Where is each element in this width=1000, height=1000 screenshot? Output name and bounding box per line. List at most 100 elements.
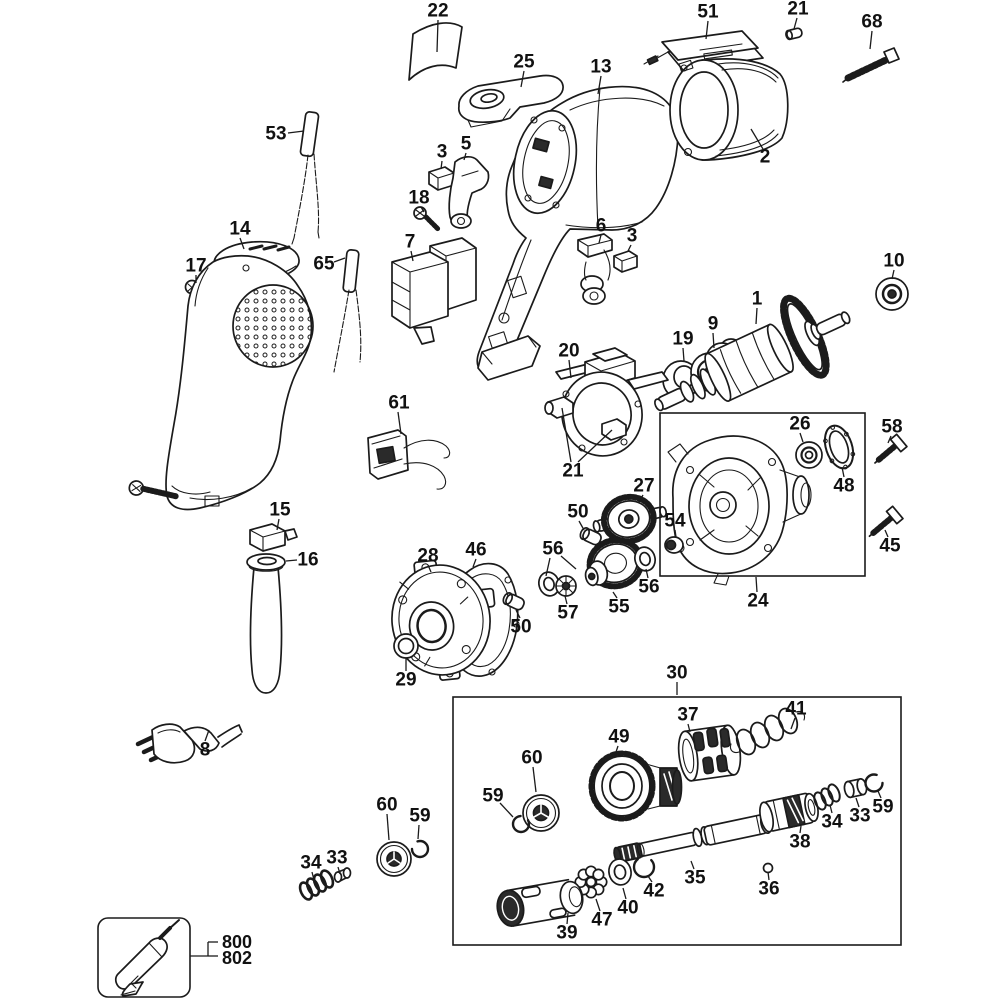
part-60-clutch-knob-outer [376,841,412,877]
reference-tool-sketch [114,919,180,997]
part-68-screw [842,47,900,83]
leader-line-brush [627,244,632,252]
leader-line-clutch-collar [687,723,691,733]
part-5-lever [448,156,490,229]
leader-line-pin [578,520,585,531]
callout-33-sleeve: 33 [849,806,870,827]
leader-line-spring [311,871,315,881]
leader-line-screw [420,206,425,213]
leader-line-snap-ring [877,790,882,799]
part-18-screw [413,206,441,232]
part-57-lock-washer [555,575,577,597]
callout-38-spindle-sleeve: 38 [789,832,810,853]
callout-26-bearing: 26 [789,414,810,435]
leader-line-brush-pair [561,407,572,463]
leader-line-washer [645,568,649,579]
callout-30-spindle-assembly: 30 [666,663,687,684]
callout-56-washer: 56 [638,577,659,598]
callout-60-clutch-knob: 60 [376,795,397,816]
leader-line-spring [829,804,833,814]
leader-line-snap-ring [417,824,420,840]
handle-half [165,254,314,511]
part-54-plug [664,536,684,554]
reference-label-800: 800 [222,932,252,952]
part-25-cover-plate [457,74,564,128]
leader-line-label-sheet [436,19,439,53]
leader-line-cover-plate [520,70,525,88]
part-58-screw [874,433,908,464]
callout-49-clutch-housing: 49 [608,727,629,748]
callout-56-washer: 56 [542,539,563,560]
leader-line-ball [767,871,770,881]
part-20-brush-ring [544,347,669,457]
leader-line-brush-pair [577,429,613,463]
callout-48-gasket-ring: 48 [833,476,854,497]
leader-line-electronic-module [705,20,709,40]
part-53-lead-wire [291,111,320,245]
callout-7-switch: 7 [405,232,416,253]
part-60-clutch-knob-inner [522,794,560,832]
part-39-nose-sleeve [496,878,584,927]
callout-13-motor-housing: 13 [590,57,611,78]
part-10-bearing [875,277,909,311]
leader-line-bearing [712,332,715,349]
callout-18-screw: 18 [408,188,429,209]
callout-40-washer: 40 [617,898,638,919]
part-29-o-ring [393,633,419,659]
leader-line-screw [884,529,889,538]
part-6-brush-holder [577,233,613,305]
leader-line-spindle-shaft [690,860,695,870]
part-38-spindle-sleeve [759,792,819,833]
leader-line-bearing [891,269,895,280]
callout-58-screw: 58 [881,417,902,438]
callout-8-power-cord: 8 [200,740,211,761]
leader-line-clutch-knob [532,766,537,793]
callout-16-cord-guard: 16 [297,550,318,571]
part-45-screw [868,505,904,538]
leader-line-switch [410,250,414,262]
callout-46-gasket-plate: 46 [465,540,486,561]
leader-line-armature [755,307,758,325]
spindle-assembly-box [452,696,902,946]
part-47-clutch-star [574,865,608,899]
leader-line-brush-ring [568,359,572,379]
callout-41-spring: 41 [785,699,807,720]
part-16-cord-guard [246,553,286,694]
part-42-retaining-ring [632,855,656,879]
part-59-snap-ring-inner [511,814,531,834]
leader-line-handle-cap [239,237,245,250]
part-37-clutch-collar [677,724,742,782]
leader-line-clutch-housing [614,745,619,756]
part-15-cord-clamp [249,523,298,552]
callout-1-armature: 1 [752,289,763,310]
leader-line-cord-guard [285,559,298,562]
reference-label-802: 802 [222,948,252,968]
leader-line-pin [515,609,521,619]
callout-25-cover-plate: 25 [513,52,535,73]
reference-tool-box [97,917,191,998]
callout-51-electronic-module: 51 [697,2,719,23]
callout-65-lead-wire: 65 [313,254,335,275]
callout-45-screw: 45 [879,536,901,557]
leader-line-wire-clip [397,411,402,435]
handle-screw [128,480,179,500]
part-61-wire-clip [367,429,451,490]
leader-line-washer [560,555,577,570]
leader-line-retaining-ring [647,875,653,883]
leader-line-gear [612,591,618,599]
callout-15-cord-clamp: 15 [269,500,291,521]
leader-line-nose-sleeve [566,912,569,925]
callout-34-spring: 34 [821,812,843,833]
callout-39-nose-sleeve: 39 [556,923,577,944]
leader-line-screw [887,435,892,444]
part-50-pin-lower [502,592,525,611]
leader-line-lead-wire [333,257,346,263]
part-3-brush-right [613,250,638,273]
part-7-switch [391,237,477,345]
part-49-clutch-housing [588,750,683,822]
leader-line-spring [790,717,796,730]
leader-line-clutch-star [595,898,601,912]
callout-37-clutch-collar: 37 [677,705,698,726]
